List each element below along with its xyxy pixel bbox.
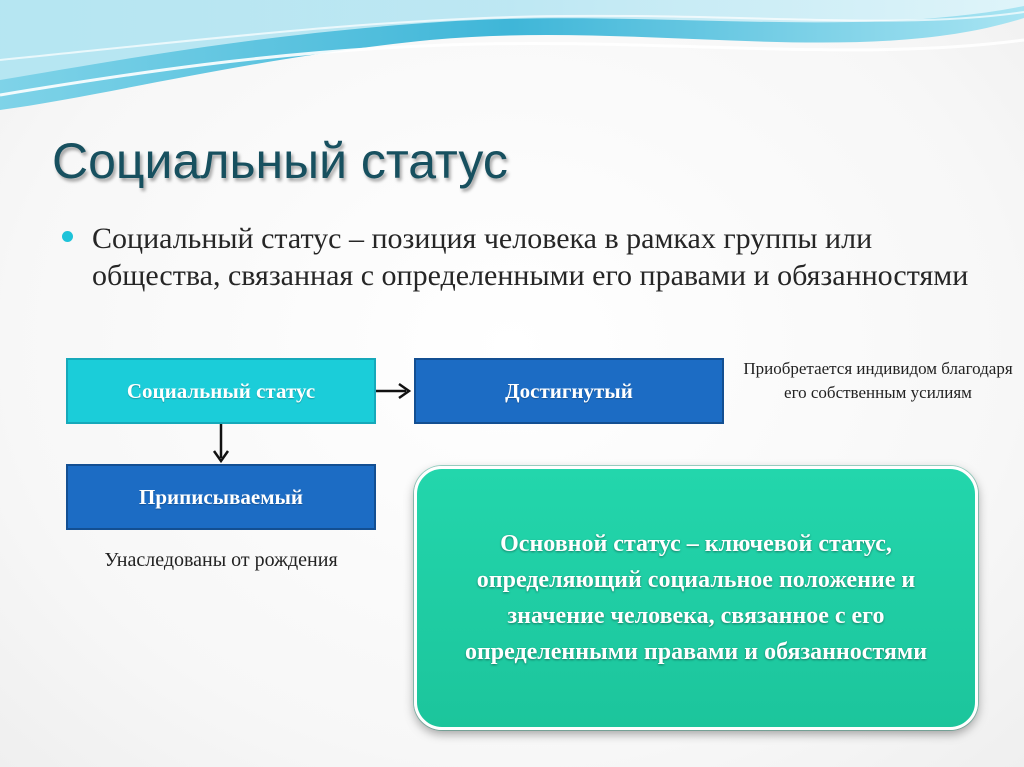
social-status-label: Социальный статус [126,378,316,403]
main-status-box: Основной статус – ключевой статус, опред… [414,466,978,730]
bullet-icon [62,231,73,242]
achieved-status-box: Достигнутый [414,358,724,424]
arrow-right-icon [376,382,412,400]
achieved-note: Приобретается индивидом благодаря его со… [743,359,1013,402]
social-status-box: Социальный статус [66,358,376,424]
ascribed-status-box: Приписываемый [66,464,376,530]
ascribed-status-label: Приписываемый [139,484,303,509]
achieved-status-label: Достигнутый [505,378,633,403]
slide-title: Социальный статус [52,133,508,189]
wave-decoration [0,0,1024,110]
ascribed-note: Унаследованы от рождения [104,549,338,571]
arrow-down-icon [212,424,230,464]
definition-text: Социальный статус – позиция человека в р… [92,222,969,292]
main-status-text: Основной статус – ключевой статус, опред… [464,531,928,665]
